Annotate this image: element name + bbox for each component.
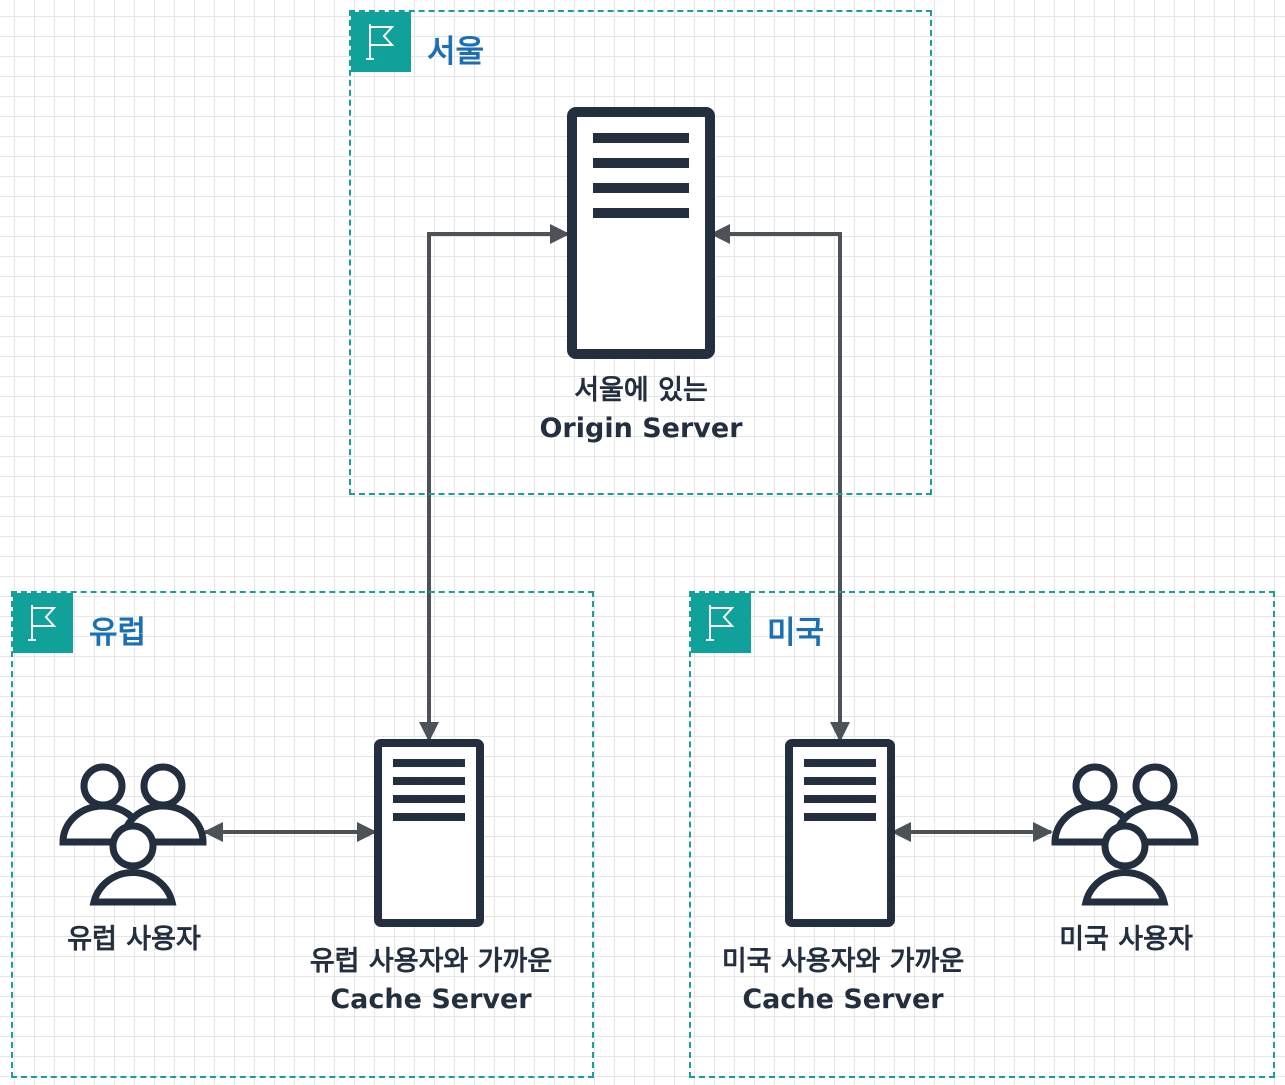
region-badge — [691, 593, 751, 653]
cache-server-usa-icon — [785, 739, 895, 927]
cache-server-usa-caption: 미국 사용자와 가까운 Cache Server — [722, 943, 964, 1019]
origin-server-caption: 서울에 있는 Origin Server — [539, 372, 742, 448]
region-usa: 미국 — [689, 591, 1275, 1078]
users-europe-icon — [59, 763, 207, 906]
link-origin-cache-usa — [710, 224, 850, 742]
cache-server-usa-caption-line1: 미국 사용자와 가까운 — [721, 946, 965, 977]
region-badge — [351, 12, 411, 72]
origin-server-caption-line2: Origin Server — [539, 413, 743, 444]
region-europe: 유럽 — [11, 591, 594, 1078]
users-europe-caption: 유럽 사용자 — [67, 921, 201, 959]
cache-server-usa-caption-line2: Cache Server — [742, 984, 944, 1015]
region-label: 유럽 — [89, 615, 147, 651]
users-europe-label: 유럽 사용자 — [67, 924, 201, 955]
users-usa-icon — [1051, 763, 1199, 906]
flag-icon — [366, 24, 395, 60]
cache-server-europe-caption-line1: 유럽 사용자와 가까운 — [309, 946, 553, 977]
region-badge — [13, 593, 73, 653]
cache-server-europe-icon — [374, 739, 484, 927]
region-label: 서울 — [427, 34, 485, 70]
flag-icon — [706, 605, 735, 641]
origin-server-icon — [567, 107, 715, 359]
region-label: 미국 — [767, 615, 825, 651]
origin-server-caption-line1: 서울에 있는 — [574, 375, 708, 406]
region-seoul: 서울 — [349, 10, 932, 495]
link-origin-cache-europe — [419, 224, 570, 742]
cache-server-europe-caption: 유럽 사용자와 가까운 Cache Server — [310, 943, 552, 1019]
users-usa-label: 미국 사용자 — [1059, 924, 1193, 955]
flag-icon — [28, 605, 57, 641]
cache-server-europe-caption-line2: Cache Server — [330, 984, 532, 1015]
users-usa-caption: 미국 사용자 — [1059, 921, 1193, 959]
